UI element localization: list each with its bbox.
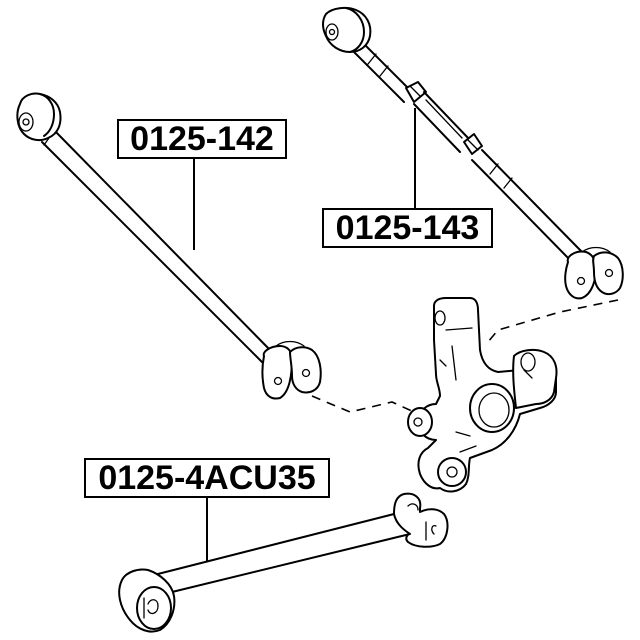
bracket-end-4acu35 bbox=[393, 492, 449, 548]
part-number-label-0125-142[interactable]: 0125-142 bbox=[117, 119, 287, 159]
bushing-eye-top-142 bbox=[16, 92, 62, 142]
assembly-dash-lines bbox=[311, 299, 619, 413]
bushing-end-4acu35 bbox=[118, 568, 176, 633]
leader-lines bbox=[193, 108, 416, 562]
part-number-label-0125-4ACU35[interactable]: 0125-4ACU35 bbox=[84, 458, 330, 498]
clevis-end-143 bbox=[564, 246, 624, 300]
knuckle-assembly[interactable] bbox=[407, 297, 558, 493]
arm-0125-4ACU35[interactable] bbox=[118, 492, 449, 633]
part-number-label-0125-143[interactable]: 0125-143 bbox=[322, 208, 493, 248]
clevis-end-142 bbox=[261, 340, 322, 400]
bushing-eye-top-143 bbox=[322, 6, 372, 53]
link-0125-142[interactable] bbox=[16, 92, 322, 400]
link-0125-143[interactable] bbox=[322, 6, 624, 300]
